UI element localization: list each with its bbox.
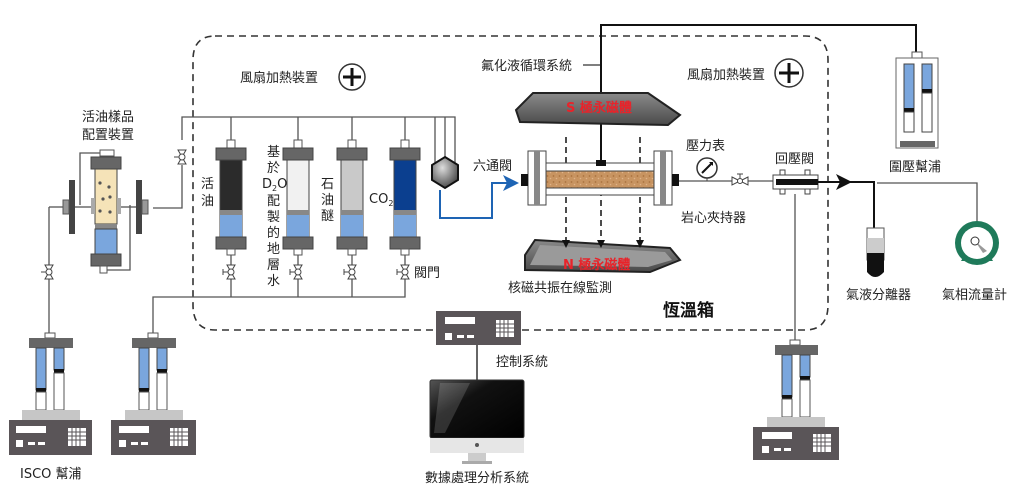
n-magnet-label: N 極永磁體 [563,257,630,273]
live-oil-prep-device [48,149,149,338]
isco-pump-2 [111,332,196,455]
gas-flowmeter-icon [955,221,999,265]
valve-icon[interactable] [396,264,410,280]
data-system-label: 數據處理分析系統 [425,471,529,486]
cyl-label-d2o-5: 層 [267,258,280,273]
valve-icon[interactable] [174,149,187,165]
cyl-label-co2: CO2 [369,192,393,208]
fan-heater-left-label: 風扇加熱裝置 [240,70,318,86]
inlet-manifold-line [181,116,456,172]
fan-heater-right-icon [774,58,804,88]
needle-valve-icon[interactable] [731,173,749,186]
confining-pump-label: 圍壓幫浦 [889,159,941,175]
n-pole-magnet [524,238,682,274]
core-holder-label: 岩心夾持器 [681,211,746,226]
control-system [436,311,521,380]
control-system-label: 控制系統 [496,355,548,370]
gas-line [877,182,978,222]
cylinder-co2 [389,139,421,256]
live-oil-prep-label-1: 活油樣品 [82,110,134,125]
cyl-label-ether-3: 醚 [321,209,334,224]
injection-line [439,175,519,219]
back-pressure-valve-label: 回壓閥 [775,152,814,167]
cyl-label-d2o-4: 地 [267,242,280,257]
cyl-label-d2o-top-1: 基 [267,145,280,160]
rock-core [545,170,655,189]
fan-heater-right-label: 風扇加熱裝置 [687,67,765,83]
cyl-label-live-oil-1: 活 [201,177,214,192]
gas-flowmeter-label: 氣相流量計 [942,287,1007,303]
thermostat-label: 恆溫箱 [663,300,714,321]
six-way-valve[interactable] [431,155,459,190]
nmr-monitor-label: 核磁共振在線監測 [508,280,612,296]
live-oil-prep-outlet-line [153,165,183,209]
cyl-label-d2o-formula: D2O [262,177,287,193]
fluorinated-loop-label: 氟化液循環系統 [481,59,572,74]
valve-icon[interactable] [222,264,236,280]
cyl-label-d2o-1: 配 [267,194,280,209]
isco-pump-1 [9,332,92,455]
pressure-gauge-label: 壓力表 [686,139,725,154]
valve-icon[interactable] [41,264,54,280]
s-magnet-label: S 極永磁體 [566,100,632,116]
cyl-label-d2o-top-2: 於 [267,160,280,176]
back-pressure-valve[interactable] [772,169,819,195]
cyl-label-ether-2: 油 [321,193,334,208]
cylinder-petroleum-ether [336,139,368,256]
valve-icon[interactable] [343,264,357,280]
confining-pump [895,51,939,149]
gas-liquid-separator [866,227,885,277]
cylinder-live-oil [215,139,247,256]
cyl-label-ether-1: 石 [321,177,334,192]
effluent-line [848,181,875,238]
cylinder-d2o-brine [282,139,314,256]
pressure-gauge-icon [696,157,718,181]
cyl-label-d2o-2: 製 [267,210,280,225]
live-oil-prep-label-2: 配置裝置 [82,128,134,143]
back-pressure-pump [753,339,839,460]
cyl-label-live-oil-2: 油 [201,194,214,209]
valve-label: 閥門 [414,266,440,281]
s-pole-magnet [514,92,682,127]
cyl-label-d2o-6: 水 [267,274,280,289]
cyl-label-d2o-3: 的 [267,225,280,241]
fan-heater-left-icon [338,63,366,91]
gas-liquid-separator-label: 氣液分離器 [846,288,911,303]
core-holder [521,150,679,206]
thermostat-boundary [192,35,829,331]
isco-pump-label: ISCO 幫浦 [20,466,82,482]
computer-monitor-icon [429,379,525,464]
valve-icon[interactable] [289,264,303,280]
six-way-valve-label: 六通閥 [473,159,512,174]
